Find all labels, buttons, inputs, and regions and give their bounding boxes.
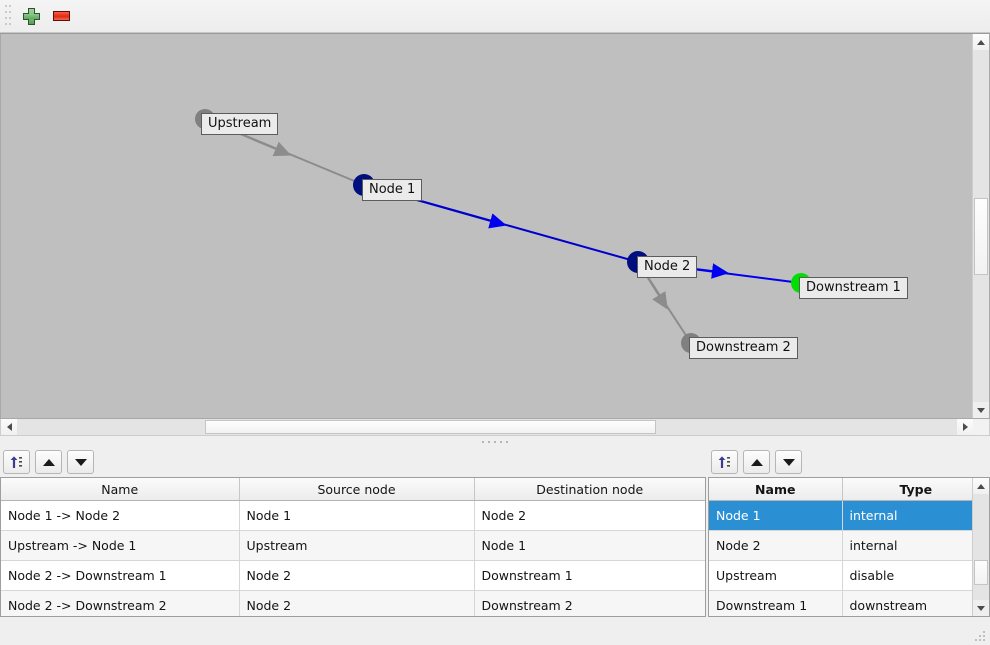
triangle-down-icon bbox=[977, 605, 985, 611]
canvas-scroll-right-button[interactable] bbox=[957, 419, 973, 435]
nodes-column-name[interactable]: Name bbox=[709, 478, 843, 501]
edge-source-cell[interactable]: Node 2 bbox=[239, 560, 475, 591]
node-type-cell[interactable]: downstream bbox=[842, 590, 989, 616]
table-row[interactable]: Node 2 -> Downstream 2 Node 2 Downstream… bbox=[1, 590, 705, 616]
table-row[interactable]: Upstream -> Node 1 Upstream Node 1 bbox=[1, 530, 705, 561]
canvas-vscroll-track[interactable] bbox=[973, 50, 989, 402]
canvas-vscroll-thumb[interactable] bbox=[974, 197, 988, 276]
minus-icon bbox=[52, 11, 70, 21]
triangle-up-icon bbox=[750, 458, 763, 466]
edges-column-name[interactable]: Name bbox=[1, 478, 240, 501]
edges-table-scroll[interactable]: Name Source node Destination node Node 1… bbox=[1, 478, 705, 616]
add-button[interactable] bbox=[16, 3, 46, 30]
edge-source-cell[interactable]: Node 1 bbox=[239, 500, 475, 531]
nodes-table-scroll[interactable]: Name Type Node 1 internal Node 2 i bbox=[709, 478, 989, 616]
table-row[interactable]: Node 2 internal bbox=[709, 530, 989, 561]
nodes-table: Name Type Node 1 internal Node 2 i bbox=[709, 478, 989, 616]
node-name-cell[interactable]: Upstream bbox=[709, 560, 843, 591]
node-name-cell[interactable]: Downstream 1 bbox=[709, 590, 843, 616]
node-name-cell[interactable]: Node 2 bbox=[709, 530, 843, 561]
graph-label-node2[interactable]: Node 2 bbox=[637, 256, 698, 278]
table-row[interactable]: Upstream disable bbox=[709, 560, 989, 591]
edges-pane: Name Source node Destination node Node 1… bbox=[0, 447, 708, 617]
nodes-sort-button[interactable] bbox=[711, 450, 738, 474]
nodes-table-vertical-scrollbar[interactable] bbox=[972, 478, 989, 616]
table-row[interactable]: Node 2 -> Downstream 1 Node 2 Downstream… bbox=[1, 560, 705, 591]
edge-destination-cell[interactable]: Node 1 bbox=[474, 530, 705, 561]
graph-label-downstream2[interactable]: Downstream 2 bbox=[689, 337, 798, 359]
nodes-toolbar bbox=[708, 447, 990, 477]
nodes-scroll-down-button[interactable] bbox=[973, 600, 989, 616]
sort-ascending-icon bbox=[10, 455, 22, 468]
main-toolbar bbox=[0, 0, 990, 33]
table-row[interactable]: Node 1 -> Node 2 Node 1 Node 2 bbox=[1, 500, 705, 531]
edges-table-body: Node 1 -> Node 2 Node 1 Node 2 Upstream … bbox=[1, 500, 705, 616]
edges-table: Name Source node Destination node Node 1… bbox=[1, 478, 705, 616]
triangle-left-icon bbox=[6, 423, 12, 431]
edges-move-up-button[interactable] bbox=[35, 450, 62, 474]
triangle-up-icon bbox=[977, 483, 985, 489]
triangle-up-icon bbox=[977, 39, 985, 45]
edge-source-cell[interactable]: Upstream bbox=[239, 530, 475, 561]
edge-name-cell[interactable]: Node 1 -> Node 2 bbox=[1, 500, 240, 531]
canvas-scroll-down-button[interactable] bbox=[973, 402, 989, 418]
table-row[interactable]: Downstream 1 downstream bbox=[709, 590, 989, 616]
resize-grip-icon[interactable] bbox=[975, 631, 987, 643]
edges-table-header-row: Name Source node Destination node bbox=[1, 478, 705, 501]
graph-label-downstream1[interactable]: Downstream 1 bbox=[799, 277, 908, 299]
tables-area: Name Source node Destination node Node 1… bbox=[0, 447, 990, 617]
edge-name-cell[interactable]: Node 2 -> Downstream 2 bbox=[1, 590, 240, 616]
triangle-right-icon bbox=[962, 423, 968, 431]
nodes-column-type[interactable]: Type bbox=[842, 478, 989, 501]
edge-name-cell[interactable]: Upstream -> Node 1 bbox=[1, 530, 240, 561]
canvas-horizontal-scrollbar[interactable] bbox=[0, 419, 990, 436]
canvas-vertical-scrollbar[interactable] bbox=[972, 34, 989, 418]
edge-name-cell[interactable]: Node 2 -> Downstream 1 bbox=[1, 560, 240, 591]
graph-svg bbox=[195, 109, 811, 353]
graph-canvas[interactable]: Upstream Node 1 Node 2 Downstream 1 Down… bbox=[0, 33, 990, 419]
triangle-down-icon bbox=[782, 458, 795, 466]
edges-column-source[interactable]: Source node bbox=[239, 478, 475, 501]
edge-destination-cell[interactable]: Node 2 bbox=[474, 500, 705, 531]
nodes-vscroll-thumb[interactable] bbox=[974, 559, 988, 586]
status-bar bbox=[0, 617, 990, 645]
edge-destination-cell[interactable]: Downstream 1 bbox=[474, 560, 705, 591]
plus-icon bbox=[22, 7, 40, 25]
node-type-cell[interactable]: disable bbox=[842, 560, 989, 591]
graph-label-upstream[interactable]: Upstream bbox=[201, 113, 279, 135]
table-row[interactable]: Node 1 internal bbox=[709, 500, 989, 531]
scrollbar-corner bbox=[973, 419, 989, 435]
canvas-scroll-up-button[interactable] bbox=[973, 34, 989, 50]
remove-button[interactable] bbox=[46, 3, 76, 30]
canvas-scroll-left-button[interactable] bbox=[1, 419, 17, 435]
nodes-table-header-row: Name Type bbox=[709, 478, 989, 501]
nodes-scroll-up-button[interactable] bbox=[973, 478, 989, 494]
canvas-hscroll-thumb[interactable] bbox=[205, 420, 657, 434]
sort-ascending-icon bbox=[718, 455, 730, 468]
nodes-table-container[interactable]: Name Type Node 1 internal Node 2 i bbox=[708, 477, 990, 617]
canvas-hscroll-track[interactable] bbox=[17, 419, 957, 435]
horizontal-splitter[interactable] bbox=[0, 436, 990, 447]
nodes-move-down-button[interactable] bbox=[775, 450, 802, 474]
nodes-move-up-button[interactable] bbox=[743, 450, 770, 474]
edge-destination-cell[interactable]: Downstream 2 bbox=[474, 590, 705, 616]
triangle-down-icon bbox=[977, 407, 985, 413]
edges-sort-button[interactable] bbox=[3, 450, 30, 474]
nodes-pane: Name Type Node 1 internal Node 2 i bbox=[708, 447, 990, 617]
node-type-cell[interactable]: internal bbox=[842, 500, 989, 531]
edges-move-down-button[interactable] bbox=[67, 450, 94, 474]
edge-source-cell[interactable]: Node 2 bbox=[239, 590, 475, 616]
edges-table-container[interactable]: Name Source node Destination node Node 1… bbox=[0, 477, 706, 617]
nodes-table-body: Node 1 internal Node 2 internal Upstream… bbox=[709, 500, 989, 616]
triangle-down-icon bbox=[74, 458, 87, 466]
node-type-cell[interactable]: internal bbox=[842, 530, 989, 561]
graph-label-node1[interactable]: Node 1 bbox=[362, 179, 423, 201]
splitter-grip-icon bbox=[482, 440, 508, 443]
edges-toolbar bbox=[0, 447, 708, 477]
nodes-vscroll-track[interactable] bbox=[973, 494, 989, 600]
edges-column-destination[interactable]: Destination node bbox=[474, 478, 705, 501]
node-name-cell[interactable]: Node 1 bbox=[709, 500, 843, 531]
toolbar-grip[interactable] bbox=[2, 4, 14, 28]
triangle-up-icon bbox=[42, 458, 55, 466]
